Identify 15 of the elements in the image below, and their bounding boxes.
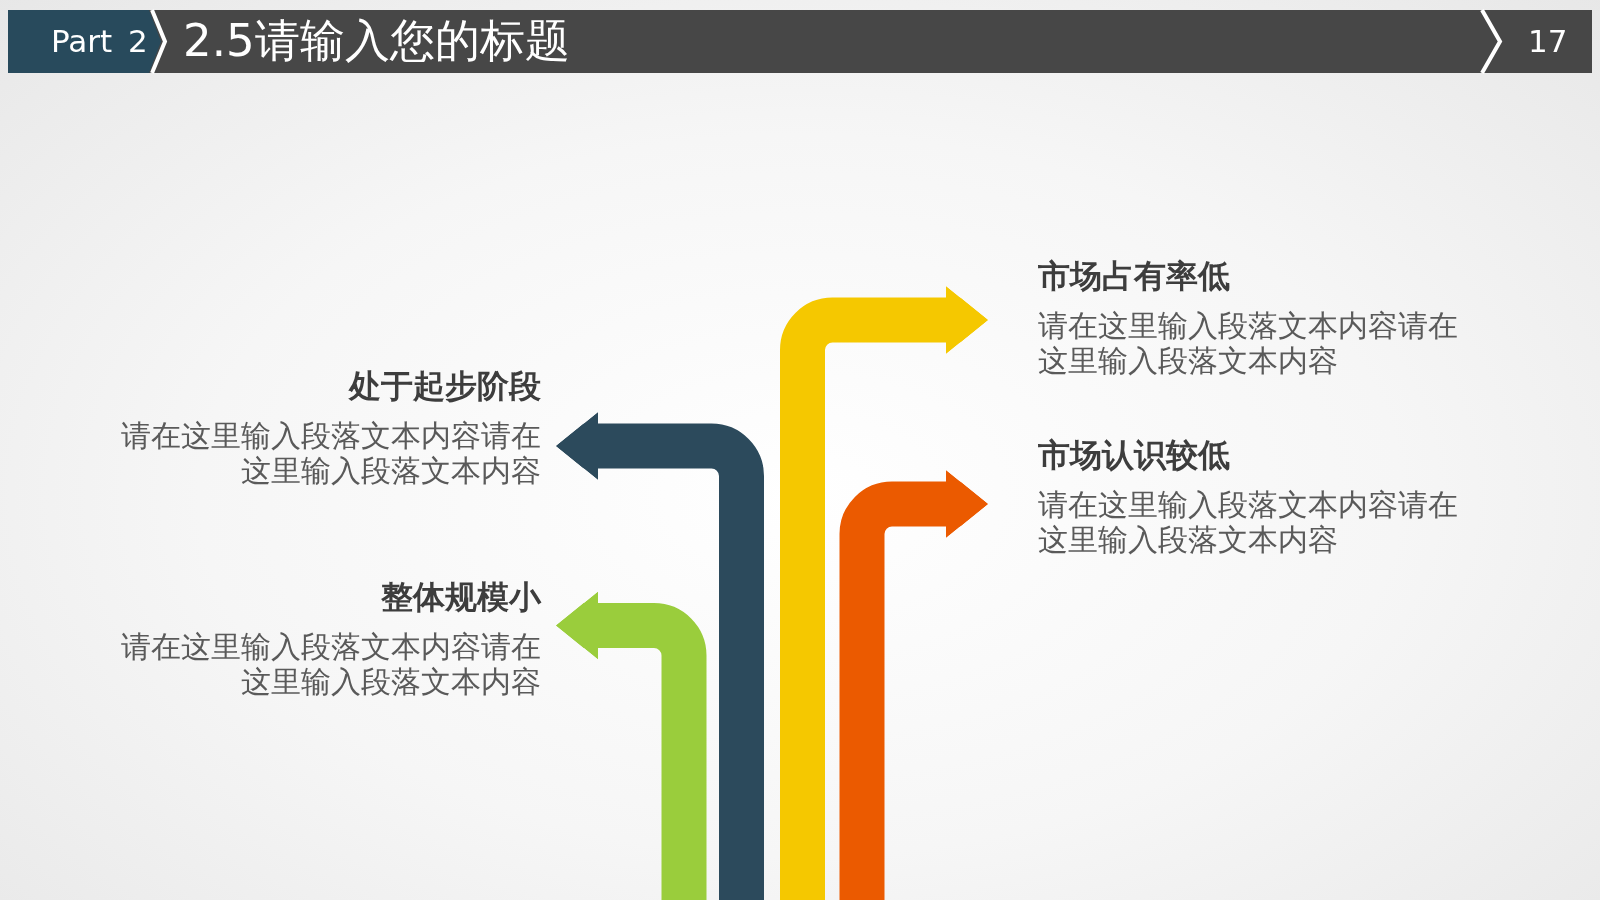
- bent-arrow: [780, 286, 988, 900]
- body-text: 请在这里输入段落文本内容请在这里输入段落文本内容: [1038, 308, 1459, 378]
- heading: 市场占有率低: [1038, 256, 1230, 296]
- heading: 整体规模小: [381, 577, 541, 617]
- body-text: 请在这里输入段落文本内容请在这里输入段落文本内容: [120, 629, 541, 699]
- slide-title: 2.5请输入您的标题: [183, 15, 570, 67]
- heading: 处于起步阶段: [349, 366, 541, 406]
- heading: 市场认识较低: [1038, 435, 1230, 475]
- bent-arrow: [556, 412, 764, 900]
- bent-arrow: [839, 470, 988, 900]
- body-text: 请在这里输入段落文本内容请在这里输入段落文本内容: [120, 418, 541, 488]
- bent-arrow: [556, 591, 707, 900]
- body-text: 请在这里输入段落文本内容请在这里输入段落文本内容: [1038, 487, 1459, 557]
- page-number: 17: [1528, 22, 1568, 61]
- section-label: Part 2: [51, 22, 148, 61]
